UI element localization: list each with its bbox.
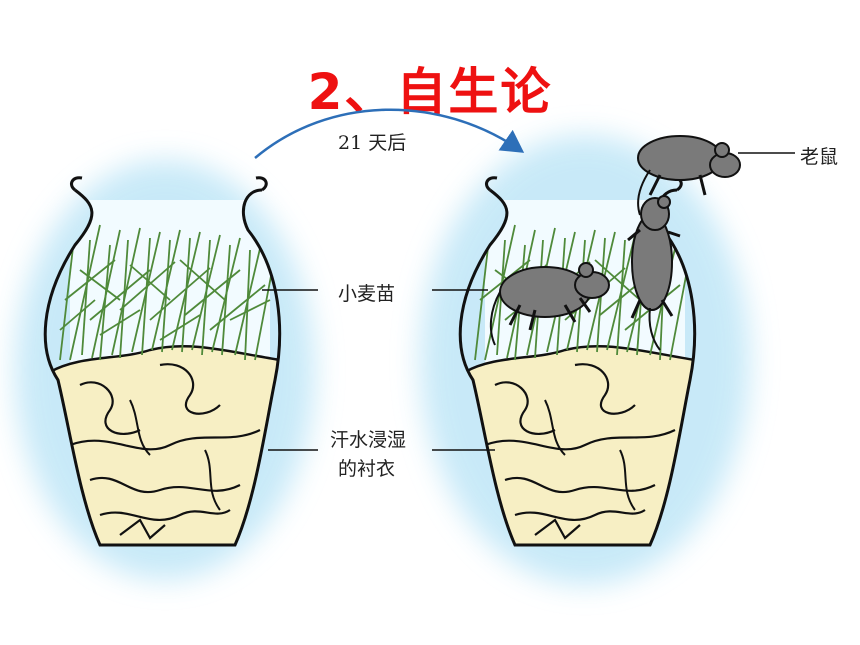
left-sweaty-shirt <box>48 344 280 545</box>
slide-title: 2、自生论 <box>307 63 553 121</box>
right-sweaty-shirt <box>463 344 695 545</box>
right-vase <box>458 135 741 547</box>
mouse-on-wheat <box>489 262 610 346</box>
mouse-on-rim <box>637 135 741 216</box>
mouse-climbing <box>627 195 681 351</box>
leader-lines <box>262 152 795 451</box>
left-vase <box>43 176 282 547</box>
time-arrow <box>254 108 525 159</box>
left-vase-outline <box>43 188 282 547</box>
label-shirt-line-1: 汗水浸湿 <box>330 429 407 451</box>
label-mouse: 老鼠 <box>800 146 839 168</box>
label-wheat-seedlings: 小麦苗 <box>338 283 396 305</box>
label-shirt-line-2: 的衬衣 <box>338 458 396 480</box>
arrow-label-21-days: 21 天后 <box>338 132 407 154</box>
right-vase-outline <box>458 188 697 547</box>
left-wheat-seedlings <box>59 224 276 361</box>
